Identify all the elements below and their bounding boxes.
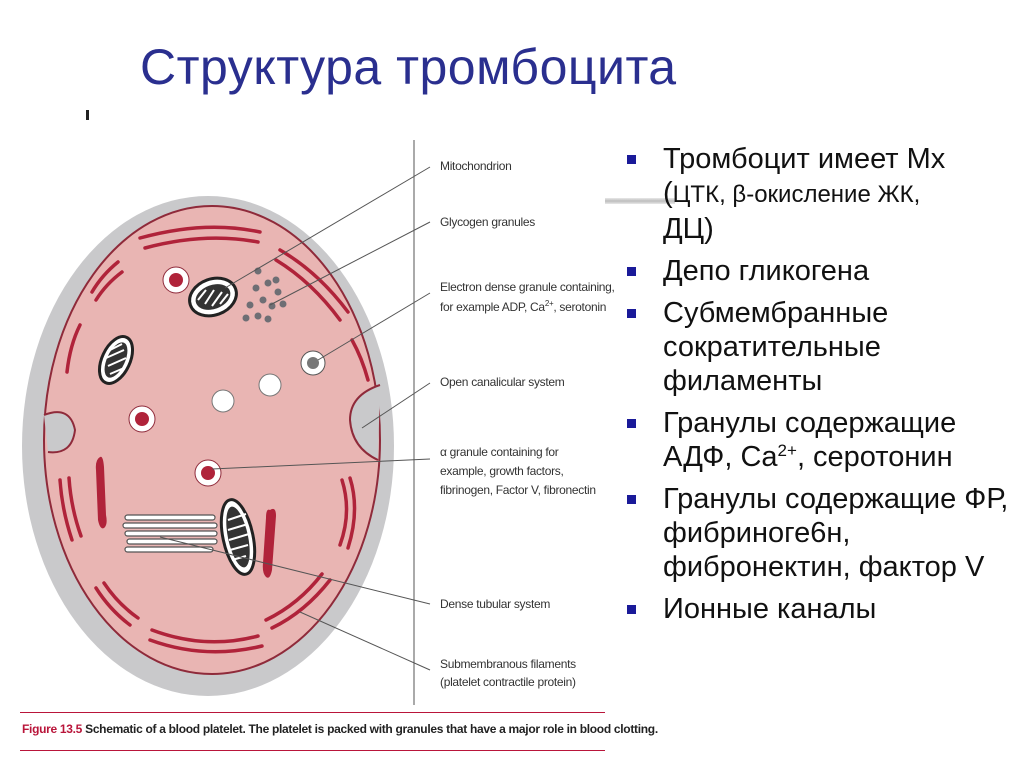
canalicular-invagination-right — [348, 384, 381, 461]
bullet-text: ( — [663, 177, 673, 209]
caption-rule-bottom — [20, 750, 605, 751]
bullet-text: , серотонин — [796, 441, 953, 473]
bullet-square-icon — [627, 155, 636, 164]
label-dense-granule-line1: Electron dense granule containing, — [440, 280, 615, 294]
label-dense-tubular-system: Dense tubular system — [440, 597, 551, 611]
canalicular-invagination-left — [43, 411, 77, 454]
bullet-item: Ионные каналы — [625, 592, 1020, 626]
bullet-text: Гранулы содержащие АДФ, Ca — [663, 407, 957, 473]
bullet-item: Субмембранные сократительные филаменты — [625, 296, 1020, 398]
label-alpha-granule-line3: fibrinogen, Factor V, fibronectin — [440, 483, 596, 497]
label-dense-granule-text: for example ADP, Ca — [440, 300, 545, 314]
label-dense-granule-text-end: , serotonin — [553, 300, 607, 314]
mitochondrion — [188, 276, 238, 318]
label-glycogen-granules: Glycogen granules — [440, 215, 535, 229]
label-submembranous-line1: Submembranous filaments — [440, 657, 576, 671]
label-open-canalicular-system: Open canalicular system — [440, 375, 565, 389]
label-dense-granule-line2: for example ADP, Ca2+, serotonin — [440, 296, 606, 315]
alpha-granule — [194, 459, 222, 487]
bullet-square-icon — [627, 419, 636, 428]
bullet-text: Тромбоцит имеет Мх — [663, 143, 946, 175]
platelet-cytoplasm — [43, 205, 381, 675]
slide-title: Структура тромбоцита — [140, 39, 677, 95]
mitochondrion — [97, 335, 135, 385]
label-dense-granule-sup: 2+ — [544, 299, 554, 308]
slide-tick-mark — [86, 110, 89, 120]
bullet-sup: 2+ — [777, 441, 797, 460]
caption-figure-number: Figure 13.5 — [22, 722, 83, 736]
bullet-list: Тромбоцит имеет Мх (ЦТК, β-окисление ЖК,… — [625, 142, 1020, 634]
bullet-text: Ионные каналы — [663, 593, 877, 625]
bullet-text: Гранулы содержащие ФР, фибриноге6н, фибр… — [663, 483, 1009, 583]
dense-tubular-system — [122, 514, 218, 553]
label-mitochondrion: Mitochondrion — [440, 159, 512, 173]
decorative-bar — [605, 198, 675, 204]
caption-rule-top — [20, 712, 605, 713]
submembranous-filaments — [58, 225, 370, 654]
bullet-text: Депо гликогена — [663, 255, 870, 287]
rod-granule — [262, 508, 276, 578]
bullet-square-icon — [627, 605, 636, 614]
bullet-square-icon — [627, 309, 636, 318]
bullet-square-icon — [627, 495, 636, 504]
rod-granule — [95, 456, 107, 529]
label-alpha-granule-line2: example, growth factors, — [440, 464, 564, 478]
bullet-item: Тромбоцит имеет Мх (ЦТК, β-окисление ЖК,… — [625, 142, 1020, 246]
alpha-granule — [128, 405, 156, 433]
bullet-item: Депо гликогена — [625, 254, 1020, 288]
caption-text: Schematic of a blood platelet. The plate… — [85, 722, 658, 736]
dense-granule — [300, 350, 326, 376]
bullet-item: Гранулы содержащие ФР, фибриноге6н, фибр… — [625, 482, 1020, 584]
bullet-item: Гранулы содержащие АДФ, Ca2+, серотонин — [625, 406, 1020, 474]
leader-lines — [159, 140, 431, 705]
alpha-granule — [162, 266, 190, 294]
label-alpha-granule-line1: α granule containing for — [440, 445, 559, 459]
label-submembranous-line2: (platelet contractile protein) — [440, 675, 576, 689]
bullet-text-small: ЦТК, β-окисление ЖК, — [672, 181, 921, 208]
mitochondrion — [219, 498, 257, 576]
bullet-square-icon — [627, 267, 636, 276]
bullet-text: ДЦ) — [663, 213, 714, 245]
figure-caption: Figure 13.5 Schematic of a blood platele… — [22, 722, 658, 736]
canalicular-vesicle — [211, 389, 235, 413]
canalicular-vesicle — [258, 373, 282, 397]
bullet-text: Субмембранные сократительные филаменты — [663, 297, 889, 397]
